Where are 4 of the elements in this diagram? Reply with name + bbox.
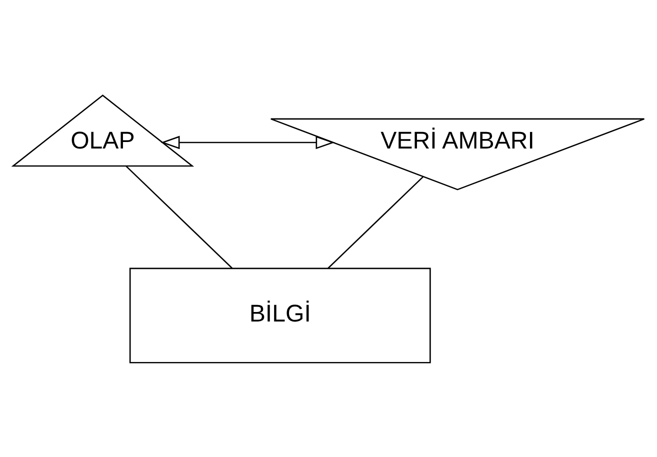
arrow xyxy=(160,135,335,149)
connector xyxy=(328,176,424,268)
connector xyxy=(126,165,233,268)
node-box: BİLGİ xyxy=(129,267,431,363)
